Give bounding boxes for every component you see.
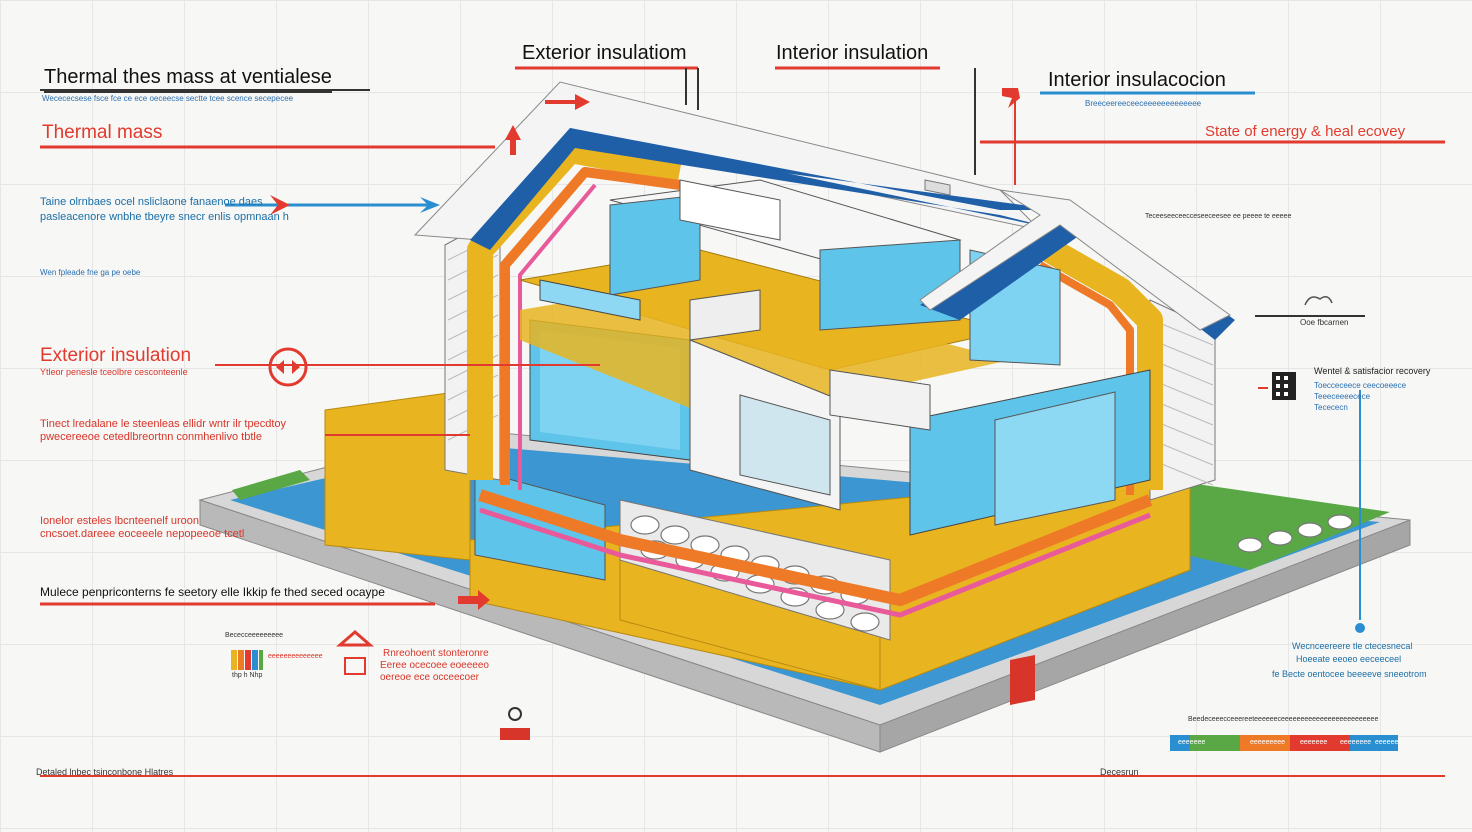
label-interior-insulation-right: Interior insulacocion — [1048, 69, 1226, 91]
label-thermal-mass: Thermal mass — [42, 122, 163, 143]
footer-right: Decesrun — [1100, 767, 1139, 777]
energy-gradient-bar — [1170, 735, 1398, 751]
left-block-3a: Tinect lredalane le steenleas ellidr wnt… — [40, 418, 286, 430]
caption-thermal-mass: Wecececsese fsce fce ce ece oeceecse sec… — [42, 94, 294, 103]
left-block-1a: Taine olrnbaes ocel nsliclaone fanaenoe … — [40, 196, 263, 208]
label-right-side: Ooe fbcarnen — [1300, 318, 1349, 327]
bottom-right-2: Hoeeate eeoeo eeceeceel — [1296, 654, 1402, 664]
left-block-3b: pwecereeoe cetedlbreortnn conmhenlivo tb… — [40, 431, 262, 443]
roof — [413, 81, 1235, 340]
color-swatches — [231, 650, 263, 670]
bar-text-5: eeeeee — [1375, 739, 1399, 746]
legend-mid-2: Eeree ocecoee eoeeeeo — [380, 660, 489, 671]
legend-left-1: eeeeeeeeeeeeee — [268, 653, 323, 660]
interior-rooms — [519, 179, 1151, 536]
label-interior-insulation-top: Interior insulation — [776, 42, 929, 64]
vent-sub-1: Toecceceece ceecoeeece — [1314, 381, 1407, 390]
building-icon — [1272, 372, 1296, 400]
legend-mid-1: Rnreohoent stonteronre — [383, 648, 489, 659]
legend-mid-3: oereoe ece occeecoer — [380, 672, 479, 683]
bar-text-2: eeeeeeeee — [1250, 739, 1286, 746]
label-ventilation-recovery: Wentel & satisfacior recovery — [1314, 366, 1431, 376]
caption-interior-right: Breeceereeceeceeeeeeeeeeeee — [1085, 99, 1202, 108]
label-thermal-mass-ventilation: Thermal thes mass at ventialese — [44, 66, 332, 93]
label-bottom-left-caption: Mulece penpriconterns fe seetory elle Ik… — [40, 585, 385, 599]
basement-window — [474, 469, 606, 581]
red-arrow-markers — [268, 88, 1365, 705]
bar-text-3: eeeeeee — [1300, 739, 1328, 746]
vent-sub-2: Teeeceeeecece — [1314, 392, 1371, 401]
right-dots-1: Teceeseeceecceseeceesee ee peeee te eeee… — [1145, 213, 1292, 220]
left-block-1b: pasleacenore wnbhe tbeyre snecr enlis op… — [40, 211, 289, 223]
callout-lines — [40, 66, 1445, 777]
vent-sub-3: Tecececn — [1314, 403, 1348, 412]
cloud-icon — [1304, 296, 1333, 306]
footer-left: Detaled lnbec tsinconbone Hlatres — [36, 767, 174, 777]
bar-text-4: eeeeeeee — [1340, 739, 1372, 746]
bottom-right-3: fe Becte oentocee beeeeve sneeotrom — [1272, 669, 1427, 679]
legend-bar-title: Beedeceeecceeereeteeeeeeceeeeeeeeeeeeeee… — [1188, 716, 1379, 723]
bar-text-1: eeeeeee — [1178, 739, 1206, 746]
label-energy-heat-recovery: State of energy & heal ecovey — [1205, 123, 1406, 140]
left-block-4b: cncsoet.dareee eoceeele nepopeeoe tcetl — [40, 528, 245, 540]
caption-exterior-left: Ytleor penesle tceolbre cesconteenle — [40, 367, 188, 377]
legend-left-title: Bececceeeeeeeee — [225, 632, 283, 639]
house-icon — [335, 630, 375, 675]
thermometer-icon — [500, 707, 530, 740]
label-exterior-insulation-top: Exterior insulatiom — [522, 42, 687, 64]
left-block-2: Wen fpleade fne ga pe oebe — [40, 268, 141, 277]
bottom-right-1: Wecnceereere tle ctecesnecal — [1292, 641, 1413, 651]
label-exterior-insulation-left: Exterior insulation — [40, 345, 192, 366]
legend-left-2: thp h Nhp — [232, 672, 263, 679]
left-block-4a: Ionelor esteles lbcnteenelf uroon — [40, 515, 199, 527]
